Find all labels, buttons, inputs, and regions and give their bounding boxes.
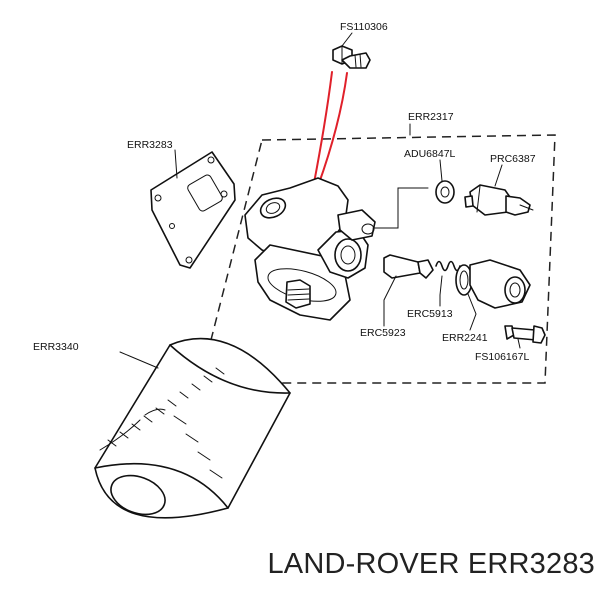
filter-housing-err2317 — [244, 177, 376, 321]
gasket-err3283 — [150, 151, 236, 269]
part-caption: LAND-ROVER ERR3283 — [267, 548, 595, 580]
label-err2241: ERR2241 — [442, 332, 488, 344]
leader-erc5913 — [439, 275, 443, 307]
leader-prc6387 — [494, 164, 503, 187]
highlight-leader-right — [317, 72, 348, 187]
leader-err3340 — [119, 351, 159, 369]
bolt-fs106167l — [504, 325, 546, 344]
label-fs106167l: FS106167L — [475, 351, 529, 363]
pressure-switch-prc6387 — [464, 184, 534, 216]
label-erc5913: ERC5913 — [407, 308, 453, 320]
oil-filter-err3340 — [94, 337, 291, 519]
label-adu6847l: ADU6847L — [404, 148, 456, 160]
leader-err3283 — [174, 149, 178, 179]
label-prc6387: PRC6387 — [490, 153, 536, 165]
leader-fs106167l — [517, 338, 521, 349]
adapter-housing — [469, 259, 531, 309]
leader-erc5923 — [383, 275, 397, 327]
label-err2317: ERR2317 — [408, 111, 454, 123]
highlight-leader-left — [313, 71, 333, 184]
label-err3340: ERR3340 — [33, 341, 79, 353]
label-err3283: ERR3283 — [127, 139, 173, 151]
leader-err2241 — [467, 293, 477, 331]
washer-adu6847l — [435, 180, 455, 204]
bolt-fs110306 — [332, 45, 371, 69]
spring-erc5913 — [435, 260, 461, 272]
leader-adu6847l — [439, 159, 443, 182]
leader-fs110306 — [341, 32, 353, 47]
seal-err2241 — [455, 264, 473, 296]
valve-erc5923 — [383, 254, 434, 279]
label-fs110306: FS110306 — [340, 21, 388, 33]
assembly-boundary — [199, 134, 556, 384]
label-erc5923: ERC5923 — [360, 327, 406, 339]
leader-housing-connector — [372, 187, 429, 229]
